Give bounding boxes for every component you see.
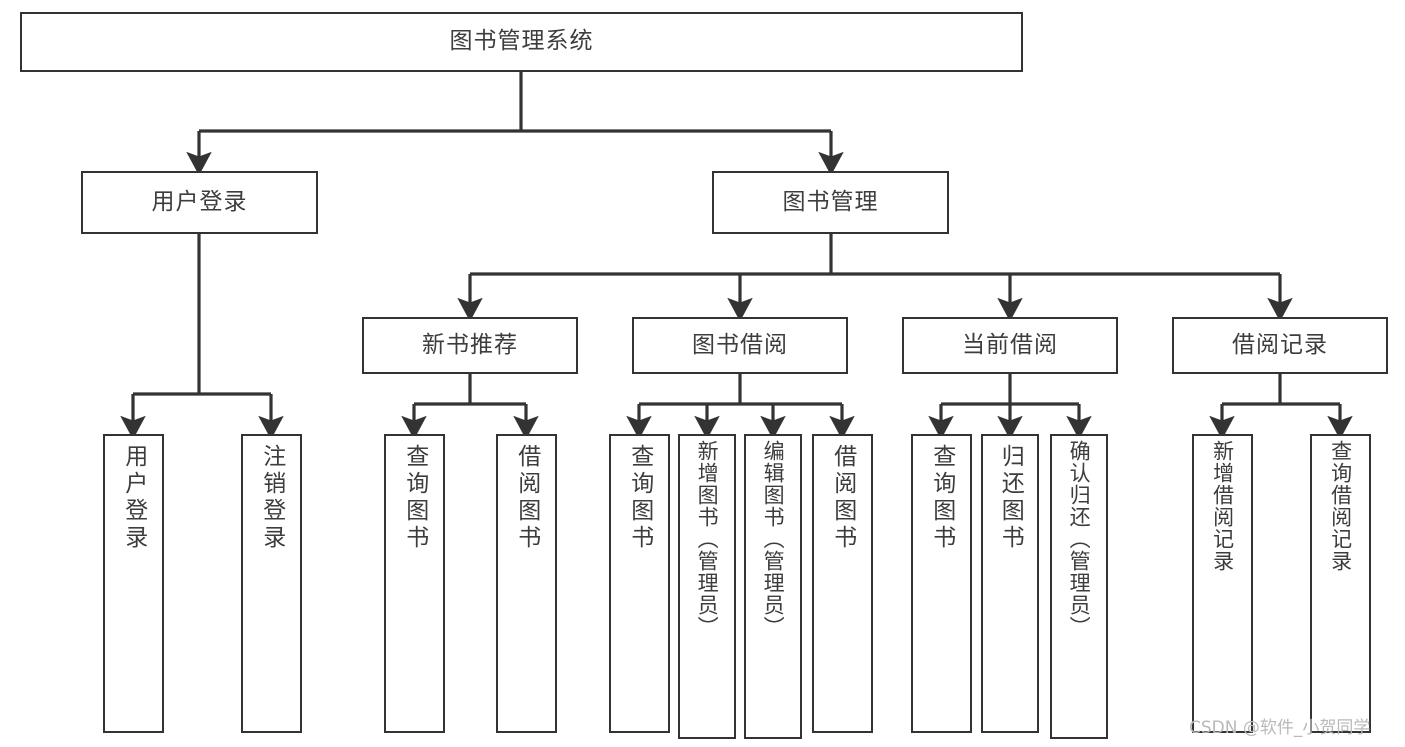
leaf-confirm-return-admin[interactable]: 确认归还（管理员） (1050, 434, 1108, 739)
node-label: 借阅记录 (1232, 331, 1328, 358)
csdn-watermark: CSDN @软件_小贺同学 (1189, 718, 1371, 738)
leaf-add-borrow-record[interactable]: 新增借阅记录 (1192, 434, 1253, 733)
node-label: 查询借阅记录 (1328, 440, 1353, 572)
node-label: 新增借阅记录 (1210, 440, 1235, 572)
node-label: 查询图书 (401, 444, 428, 552)
node-label: 图书管理 (782, 188, 879, 215)
node-current-borrow[interactable]: 当前借阅 (902, 317, 1118, 374)
node-label: 图书借阅 (692, 331, 788, 358)
leaf-query-borrow-record[interactable]: 查询借阅记录 (1310, 434, 1371, 733)
leaf-query-book-recommend[interactable]: 查询图书 (384, 434, 445, 733)
node-label: 查询图书 (626, 444, 653, 552)
leaf-query-book-current[interactable]: 查询图书 (911, 434, 972, 733)
node-label: 用户登录 (120, 444, 147, 552)
node-label: 新增图书（管理员） (695, 440, 720, 638)
leaf-edit-book-admin[interactable]: 编辑图书（管理员） (744, 434, 802, 739)
node-book-management[interactable]: 图书管理 (712, 171, 949, 234)
node-label: 确认归还（管理员） (1067, 440, 1092, 638)
node-new-book-recommend[interactable]: 新书推荐 (362, 317, 578, 374)
node-label: 借阅图书 (829, 444, 856, 552)
leaf-return-book[interactable]: 归还图书 (981, 434, 1039, 733)
node-label: 当前借阅 (962, 331, 1058, 358)
node-label: 查询图书 (928, 444, 955, 552)
node-label: 新书推荐 (422, 331, 518, 358)
node-label: 用户登录 (151, 188, 248, 215)
leaf-query-book-borrow[interactable]: 查询图书 (609, 434, 670, 733)
leaf-user-login[interactable]: 用户登录 (103, 434, 164, 733)
leaf-add-book-admin[interactable]: 新增图书（管理员） (678, 434, 736, 739)
node-label: 借阅图书 (513, 444, 540, 552)
leaf-borrow-book-recommend[interactable]: 借阅图书 (496, 434, 557, 733)
node-label: 注销登录 (258, 444, 285, 552)
node-label: 归还图书 (997, 444, 1024, 552)
node-book-borrow[interactable]: 图书借阅 (632, 317, 848, 374)
node-label: 图书管理系统 (449, 28, 594, 55)
node-borrow-records[interactable]: 借阅记录 (1172, 317, 1388, 374)
leaf-borrow-book[interactable]: 借阅图书 (812, 434, 873, 733)
node-user-login[interactable]: 用户登录 (81, 171, 318, 234)
node-root-system[interactable]: 图书管理系统 (20, 12, 1023, 72)
leaf-logout[interactable]: 注销登录 (241, 434, 302, 733)
node-label: 编辑图书（管理员） (761, 440, 786, 638)
